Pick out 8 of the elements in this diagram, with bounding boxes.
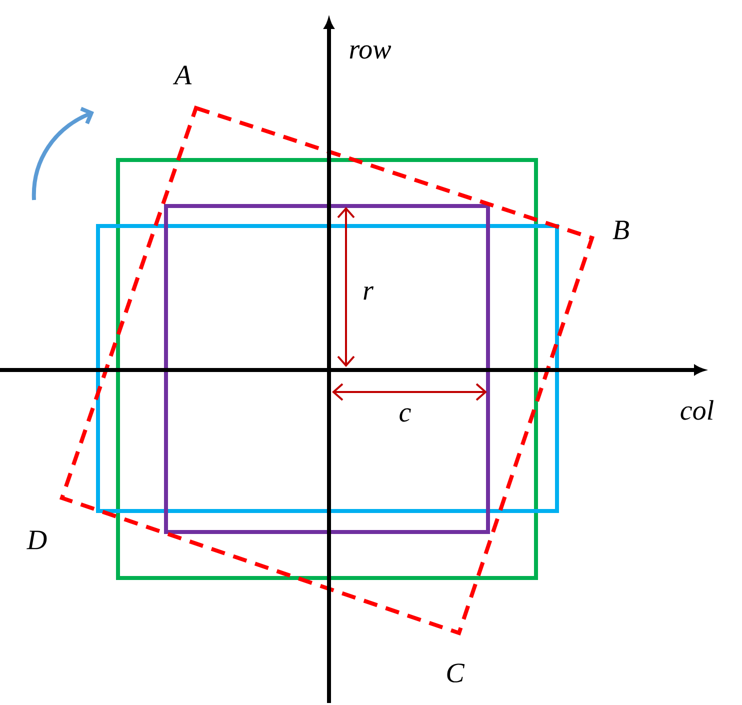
axis-label: A (172, 66, 192, 84)
axis-label: B (612, 220, 629, 240)
axis-label: c (400, 408, 411, 422)
axis-label: C (447, 664, 465, 682)
axis-label: col (680, 400, 714, 420)
axis-label: row (350, 45, 392, 59)
axis-label: D (26, 530, 47, 550)
axis-label: r (364, 286, 374, 300)
